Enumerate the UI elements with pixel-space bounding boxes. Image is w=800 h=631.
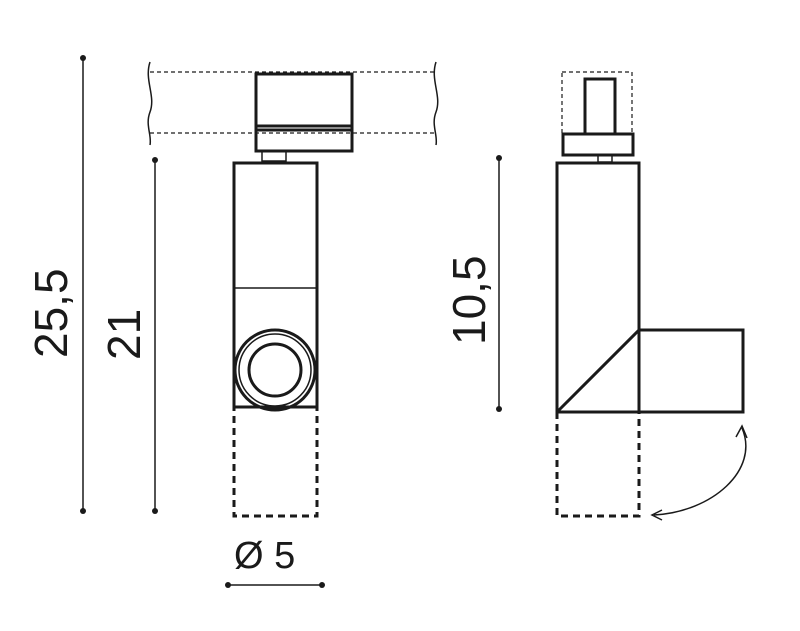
rotated-position-side [555, 412, 641, 518]
rotated-position-front [232, 380, 319, 518]
body-height-label: 21 [98, 309, 150, 360]
track-adapter-front [254, 72, 354, 162]
side-height-label: 10,5 [443, 255, 495, 345]
track-rail [147, 61, 439, 146]
track-adapter-side [561, 71, 635, 163]
dimension-diameter: Ø 5 [225, 535, 325, 588]
dimension-total-height: 25,5 [25, 55, 86, 514]
diameter-label: Ø 5 [234, 535, 295, 577]
total-height-label: 25,5 [25, 268, 77, 358]
spotlight-body-front [232, 161, 319, 412]
rotation-arrow-icon [650, 424, 748, 521]
dimension-side-height: 10,5 [443, 155, 502, 412]
spotlight-body-side [555, 161, 745, 414]
dimension-body-height: 21 [98, 157, 158, 514]
